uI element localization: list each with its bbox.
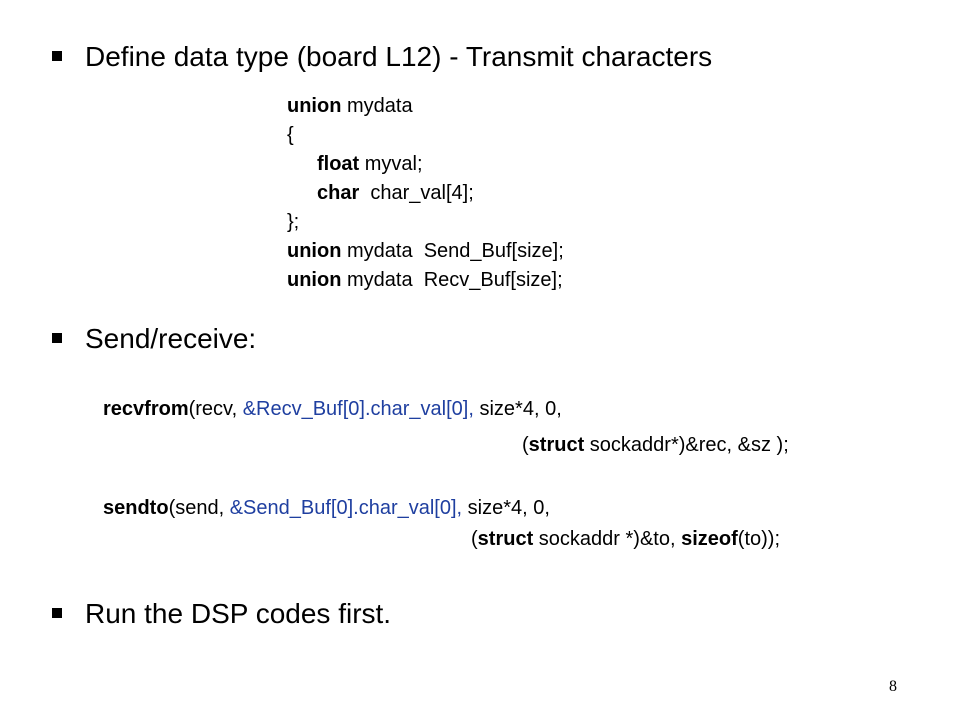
send-buffer-arg: &Send_Buf[0].char_val[0], (229, 497, 463, 519)
function-sendto: sendto (103, 497, 169, 519)
code-text: (recv, (188, 398, 243, 420)
code-text: size*4, 0, (473, 398, 562, 420)
code-line-char-member: char char_val[4]; (287, 179, 564, 208)
code-text: mydata Recv_Buf[size]; (341, 269, 563, 291)
bullet-define-data-type: Define data type (board L12) - Transmit … (52, 40, 712, 74)
code-text: ( (522, 434, 529, 456)
function-recvfrom: recvfrom (103, 398, 189, 420)
code-line-recv-buf: union mydata Recv_Buf[size]; (287, 266, 564, 295)
keyword-struct: struct (528, 434, 585, 456)
keyword-union: union (287, 95, 342, 117)
keyword-char: char (317, 182, 360, 204)
code-text: ( (471, 528, 478, 550)
keyword-union: union (287, 269, 342, 291)
code-text: sockaddr*)&rec, &sz ); (584, 434, 789, 456)
sendto-call-line: sendto(send, &Send_Buf[0].char_val[0], s… (103, 494, 550, 522)
sendto-continuation-line: (struct sockaddr *)&to, sizeof(to)); (471, 525, 780, 553)
close-brace: }; (287, 211, 300, 233)
code-line-send-buf: union mydata Send_Buf[size]; (287, 237, 564, 266)
keyword-struct: struct (477, 528, 534, 550)
bullet-define-text: Define data type (board L12) - Transmit … (85, 41, 713, 72)
bullet-run-text: Run the DSP codes first. (85, 598, 392, 629)
code-line-union-decl: union mydata (287, 92, 564, 121)
square-bullet-icon (52, 50, 62, 61)
code-text: mydata (341, 95, 413, 117)
code-text: myval; (359, 153, 423, 175)
page-number: 8 (889, 678, 897, 695)
square-bullet-icon (52, 607, 62, 618)
union-code-block: union mydata { float myval; char char_va… (287, 92, 564, 295)
code-text: (to)); (737, 528, 780, 550)
code-text: char_val[4]; (359, 182, 474, 204)
code-text: size*4, 0, (462, 497, 550, 519)
bullet-send-receive: Send/receive: (52, 322, 256, 356)
code-text: (send, (168, 497, 230, 519)
recv-buffer-arg: &Recv_Buf[0].char_val[0], (242, 398, 474, 420)
bullet-run-dsp: Run the DSP codes first. (52, 597, 391, 631)
bullet-send-receive-text: Send/receive: (85, 323, 257, 354)
keyword-float: float (317, 153, 360, 175)
code-line-close-brace: }; (287, 208, 564, 237)
code-text: mydata Send_Buf[size]; (341, 240, 564, 262)
recvfrom-call-line: recvfrom(recv, &Recv_Buf[0].char_val[0],… (103, 395, 562, 423)
keyword-sizeof: sizeof (681, 528, 738, 550)
keyword-union: union (287, 240, 342, 262)
open-brace: { (287, 124, 294, 146)
code-text: sockaddr *)&to, (533, 528, 682, 550)
square-bullet-icon (52, 332, 62, 343)
code-line-open-brace: { (287, 121, 564, 150)
recvfrom-continuation-line: (struct sockaddr*)&rec, &sz ); (522, 431, 789, 459)
code-line-float-member: float myval; (287, 150, 564, 179)
